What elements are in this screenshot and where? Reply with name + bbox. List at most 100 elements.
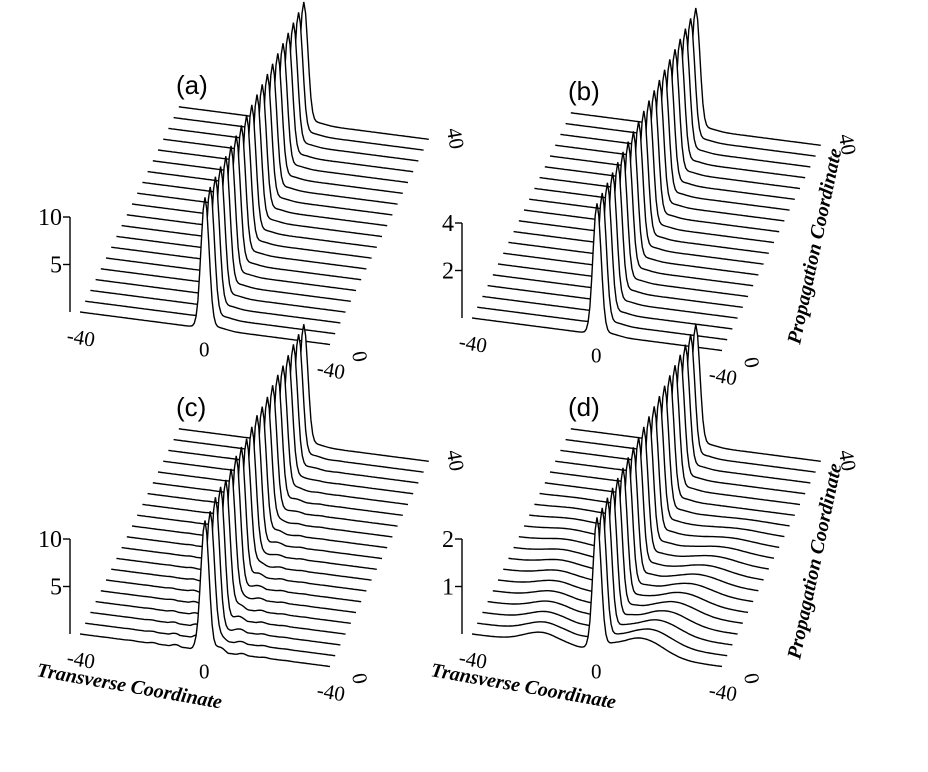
profile-line [534,79,785,222]
profile-line [157,365,409,506]
profile-line [565,334,816,473]
panel-label-d: (d) [568,392,600,422]
profile-line [503,457,754,603]
profile-line [111,455,362,603]
x-tick-label: -40 [457,329,489,357]
z-tick-label: 40 [834,448,861,473]
profile-fill [80,520,330,669]
profile-line [549,365,801,506]
y-tick-label: 10 [38,205,62,231]
profile-line [539,69,790,211]
profile-line [90,497,341,646]
z-tick-label: 0 [347,671,372,686]
profile-line [503,141,754,287]
profile-line [560,344,811,484]
profile-line [116,446,367,592]
profile-line [518,110,769,254]
profile-line [126,426,377,570]
profile-line [560,28,811,168]
profile-line [565,18,816,157]
profile-line [116,125,367,270]
profile-line [570,7,821,146]
z-tick-label: 40 [442,126,469,151]
profile-line [539,385,790,527]
profile-line [100,156,351,302]
profile-line [471,517,723,668]
profile-line [508,131,759,276]
profile-line [95,486,346,635]
panel-label-b: (b) [568,76,600,106]
profile-line [529,406,780,549]
x-tick-label: 0 [591,659,602,683]
profile-line [137,84,388,227]
z-tick-label: 40 [834,132,861,157]
profile-line [131,94,383,238]
profile-line [508,447,759,592]
profile-line [121,438,372,581]
profile-line [555,354,806,495]
profile-line [534,395,785,538]
depth-axis-title: Propagation Coordinate [783,461,846,662]
profile-line [85,186,336,335]
profile-line [173,12,424,151]
profile-line [163,32,414,173]
profile-line [121,114,372,259]
profile-line [549,49,801,190]
profile-line [157,43,409,184]
x-axis-title: Transverse Coordinate [35,659,224,713]
profile-line [513,437,764,581]
profile-line [523,100,775,244]
profile-line [147,385,398,527]
profile-line [100,479,351,624]
profile-line [471,203,723,352]
z-tick-label: 0 [347,349,372,364]
profile-line [544,59,795,200]
y-tick-label: 5 [50,575,62,601]
profile-line [95,166,346,313]
y-tick-label: 4 [442,211,454,237]
x-axis-title: Transverse Coordinate [429,659,618,713]
profile-line [142,73,393,216]
z-tick-label: 40 [442,448,469,473]
profile-line [152,53,403,194]
x-tick-label: 0 [199,337,210,361]
profile-line [163,355,414,495]
profile-line [492,477,743,624]
profile-line [497,151,749,298]
x-tick-label: 0 [199,659,210,683]
panel-label-a: (a) [176,70,208,100]
profile-line [173,334,424,473]
profile-line [544,375,795,516]
x-tick-label: -40 [65,323,97,351]
y-tick-label: 1 [442,575,454,601]
z-tick-label: 0 [739,671,764,686]
y-tick-label: 5 [50,253,62,279]
x-tick-label: 0 [591,343,602,367]
profile-line [168,344,419,484]
profile-line [105,468,357,614]
x-tick-label: -40 [707,362,739,390]
profile-line [142,396,393,538]
profile-line [570,323,821,462]
profile-line [79,520,331,668]
profile-line [131,415,383,560]
panel-label-c: (c) [176,392,206,422]
x-tick-label: -40 [315,678,347,706]
profile-line [477,192,728,341]
profile-fill [80,197,330,347]
profile-line [477,507,728,657]
profile-line [523,416,775,559]
profile-line [529,90,780,233]
profile-line [555,38,806,179]
z-tick-label: 0 [739,355,764,370]
y-tick-label: 2 [442,527,454,553]
profile-line [487,487,738,635]
profile-line [90,176,341,324]
profile-line [178,324,429,462]
profile-line [497,467,749,614]
y-tick-label: 10 [38,527,62,553]
